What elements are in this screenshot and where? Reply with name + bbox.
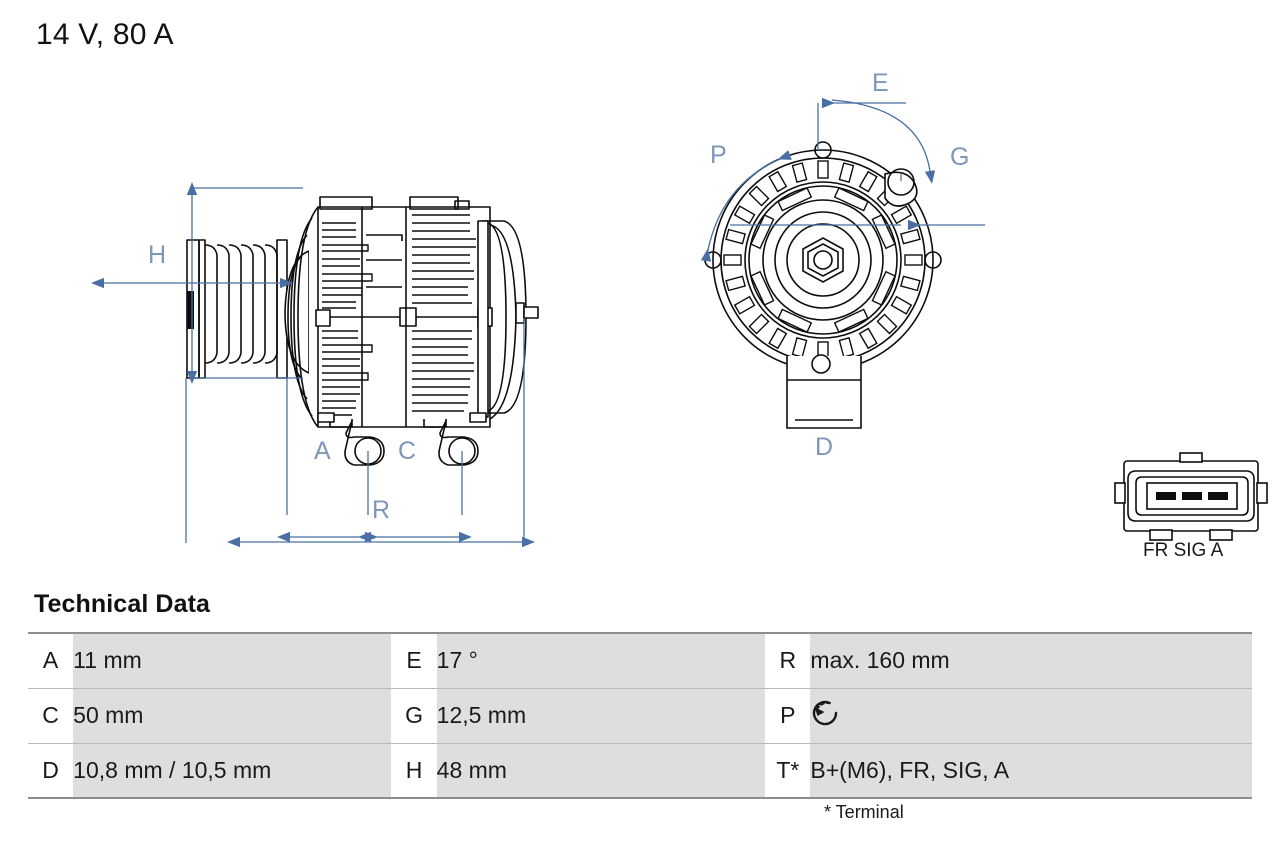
spec-key-g: G: [391, 687, 437, 744]
spec-value-d: 10,8 mm / 10,5 mm: [73, 742, 392, 799]
dimension-label-D: D: [815, 433, 833, 461]
dimension-label-A: A: [314, 437, 331, 465]
spec-value-c: 50 mm: [73, 687, 392, 744]
table-row: D 10,8 mm / 10,5 mm H 48 mm T* B+(M6), F…: [28, 742, 1252, 799]
alternator-front-view: [704, 141, 942, 429]
technical-data-table: A 11 mm E 17 ° R max. 160 mm C 50 mm G 1…: [28, 632, 1252, 799]
alternator-housing: [284, 196, 539, 428]
spec-value-h: 48 mm: [436, 742, 766, 799]
technical-data-heading: Technical Data: [34, 590, 210, 618]
spec-key-r: R: [765, 632, 811, 689]
spec-key-p: P: [765, 687, 811, 744]
dimension-label-C: C: [398, 437, 416, 465]
alternator-side-view: [186, 196, 539, 466]
spec-key-d: D: [28, 742, 74, 799]
dimension-label-G: G: [950, 143, 969, 171]
spec-value-t: B+(M6), FR, SIG, A: [810, 742, 1252, 799]
spec-key-a: A: [28, 632, 74, 689]
side-view-dimensions: [91, 182, 535, 548]
connector-plug: FR SIG A: [1114, 452, 1268, 561]
spec-value-p: [810, 687, 1252, 744]
counter-clockwise-rotation-icon: [810, 698, 844, 734]
technical-drawing-area: H A C R: [0, 55, 1280, 565]
front-view-dimension-labels: E P G D: [710, 69, 969, 461]
spec-key-h: H: [391, 742, 437, 799]
spec-key-e: E: [391, 632, 437, 689]
connector-pin-labels: FR SIG A: [1143, 540, 1224, 561]
spec-value-e: 17 °: [436, 632, 766, 689]
table-row: A 11 mm E 17 ° R max. 160 mm: [28, 632, 1252, 689]
page-title: 14 V, 80 A: [36, 18, 174, 51]
spec-key-c: C: [28, 687, 74, 744]
dimension-label-E: E: [872, 69, 889, 97]
spec-value-a: 11 mm: [73, 632, 392, 689]
dimension-label-P: P: [710, 141, 727, 169]
front-view-dimensions: [700, 97, 985, 262]
side-view-dimension-labels: H A C R: [148, 241, 416, 524]
terminal-footnote: * Terminal: [824, 802, 904, 822]
spec-value-r: max. 160 mm: [810, 632, 1252, 689]
table-row: C 50 mm G 12,5 mm P: [28, 687, 1252, 744]
dimension-label-H: H: [148, 241, 166, 269]
dimension-label-R: R: [372, 496, 390, 524]
spec-key-t: T*: [765, 742, 811, 799]
spec-value-g: 12,5 mm: [436, 687, 766, 744]
